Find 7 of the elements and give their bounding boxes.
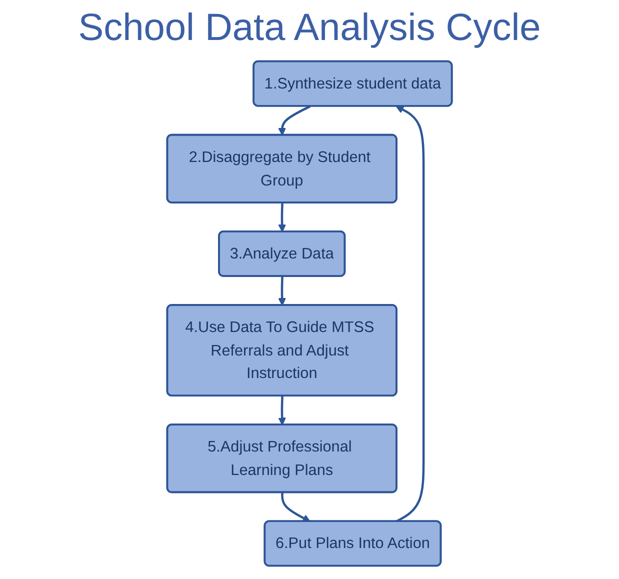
arrow [278, 396, 286, 426]
arrow [396, 106, 425, 523]
arrow [278, 202, 286, 232]
arrow [281, 492, 310, 522]
diagram-title: School Data Analysis Cycle [77, 6, 542, 50]
arrow [278, 105, 311, 136]
arrow [278, 276, 286, 306]
